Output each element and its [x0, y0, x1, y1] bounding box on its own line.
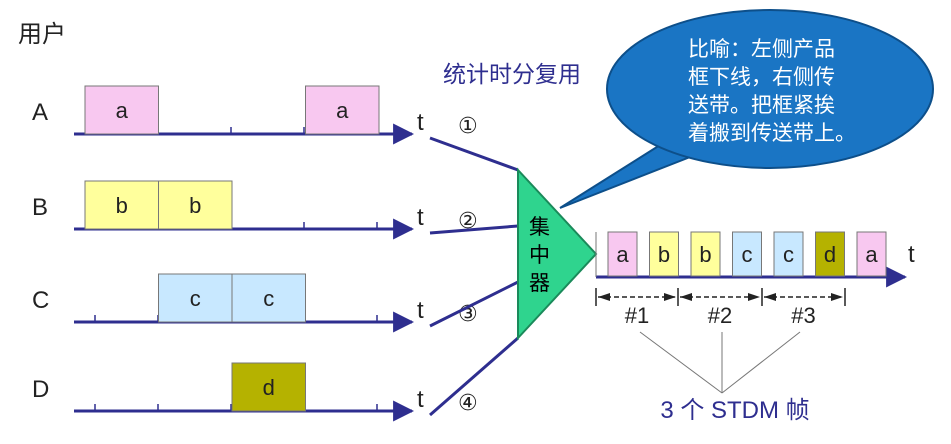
data-block-label-a-0: a: [116, 98, 129, 123]
concentrator-char-1: 集: [529, 216, 550, 239]
concentrator-shape: [517, 167, 598, 341]
input-line-d: [429, 336, 519, 417]
data-block-label-b-0: b: [116, 193, 128, 218]
concentrator: 集 中 器: [517, 167, 598, 341]
frame-caption: 3 个 STDM 帧: [660, 397, 809, 424]
input-line-c: [429, 280, 519, 328]
output-cell-label-6: a: [865, 242, 878, 267]
output-cell-label-4: c: [783, 242, 794, 267]
user-name-b: B: [32, 194, 48, 221]
frame-label-0: #1: [625, 303, 649, 328]
output-cell-0: [607, 231, 638, 277]
time-label-b: t: [417, 204, 424, 231]
port-number-a: ①: [458, 113, 478, 138]
frame-pointer-line-2: [721, 331, 801, 394]
output-cell-label-0: a: [616, 242, 629, 267]
concentrator-char-3: 器: [529, 272, 550, 295]
output-cell-3: [732, 231, 762, 277]
data-block-label-b-1: b: [189, 193, 201, 218]
output-cell-label-2: b: [699, 242, 711, 267]
bubble-line-2: 框下线，右侧传: [688, 66, 835, 89]
time-label-a: t: [417, 109, 424, 136]
frame-arrow-left-0: [598, 293, 610, 301]
output-cell-label-3: c: [742, 242, 753, 267]
diagram-title: 统计时分复用: [443, 61, 581, 87]
user-name-d: D: [32, 376, 49, 403]
output-cell-4: [773, 231, 804, 277]
user-name-a: A: [32, 99, 48, 126]
input-line-a: [429, 136, 519, 172]
output-cell-2: [690, 231, 721, 277]
frame-label-2: #3: [791, 303, 815, 328]
frame-arrow-left-1: [680, 293, 692, 301]
output-cell-1: [649, 231, 679, 277]
output-cell-5: [815, 231, 845, 277]
output-cell-label-5: d: [824, 242, 836, 267]
analogy-bubble: 比喻：左侧产品 框下线，右侧传 送带。把框紧挨 着搬到传送带上。: [559, 9, 934, 209]
time-label-c: t: [417, 297, 424, 324]
data-block-c-1: [231, 273, 306, 323]
input-line-b: [429, 224, 519, 235]
data-block-a-1: [305, 85, 380, 135]
data-block-label-c-1: c: [263, 286, 274, 311]
users-label: 用户: [18, 21, 66, 48]
bubble-line-3: 送带。把框紧挨: [688, 94, 835, 117]
data-block-label-d-0: d: [263, 375, 275, 400]
concentrator-char-2: 中: [529, 244, 550, 267]
port-number-b: ②: [458, 208, 478, 233]
data-block-c-0: [158, 273, 233, 323]
bubble-shape: [606, 9, 934, 169]
output-time-label: t: [908, 241, 915, 268]
stdm-frames: #1 #2 #3 3 个 STDM 帧: [595, 288, 846, 424]
user-name-c: C: [32, 287, 49, 314]
data-block-label-a-1: a: [336, 98, 349, 123]
data-block-d-0: [231, 362, 306, 412]
data-block-a-0: [84, 85, 159, 135]
output-cell-6: [856, 231, 887, 277]
data-block-b-1: [158, 180, 233, 230]
data-block-label-c-0: c: [190, 286, 201, 311]
frame-arrow-left-2: [764, 293, 776, 301]
data-block-b-0: [84, 180, 159, 230]
port-number-c: ③: [458, 301, 478, 326]
frame-pointer-line-0: [639, 331, 723, 394]
time-label-d: t: [417, 386, 424, 413]
bubble-line-1: 比喻：左侧产品: [688, 38, 835, 61]
frame-label-1: #2: [708, 303, 732, 328]
bubble-line-4: 着搬到传送带上。: [688, 122, 856, 145]
port-number-d: ④: [458, 390, 478, 415]
output-cell-label-1: b: [658, 242, 670, 267]
